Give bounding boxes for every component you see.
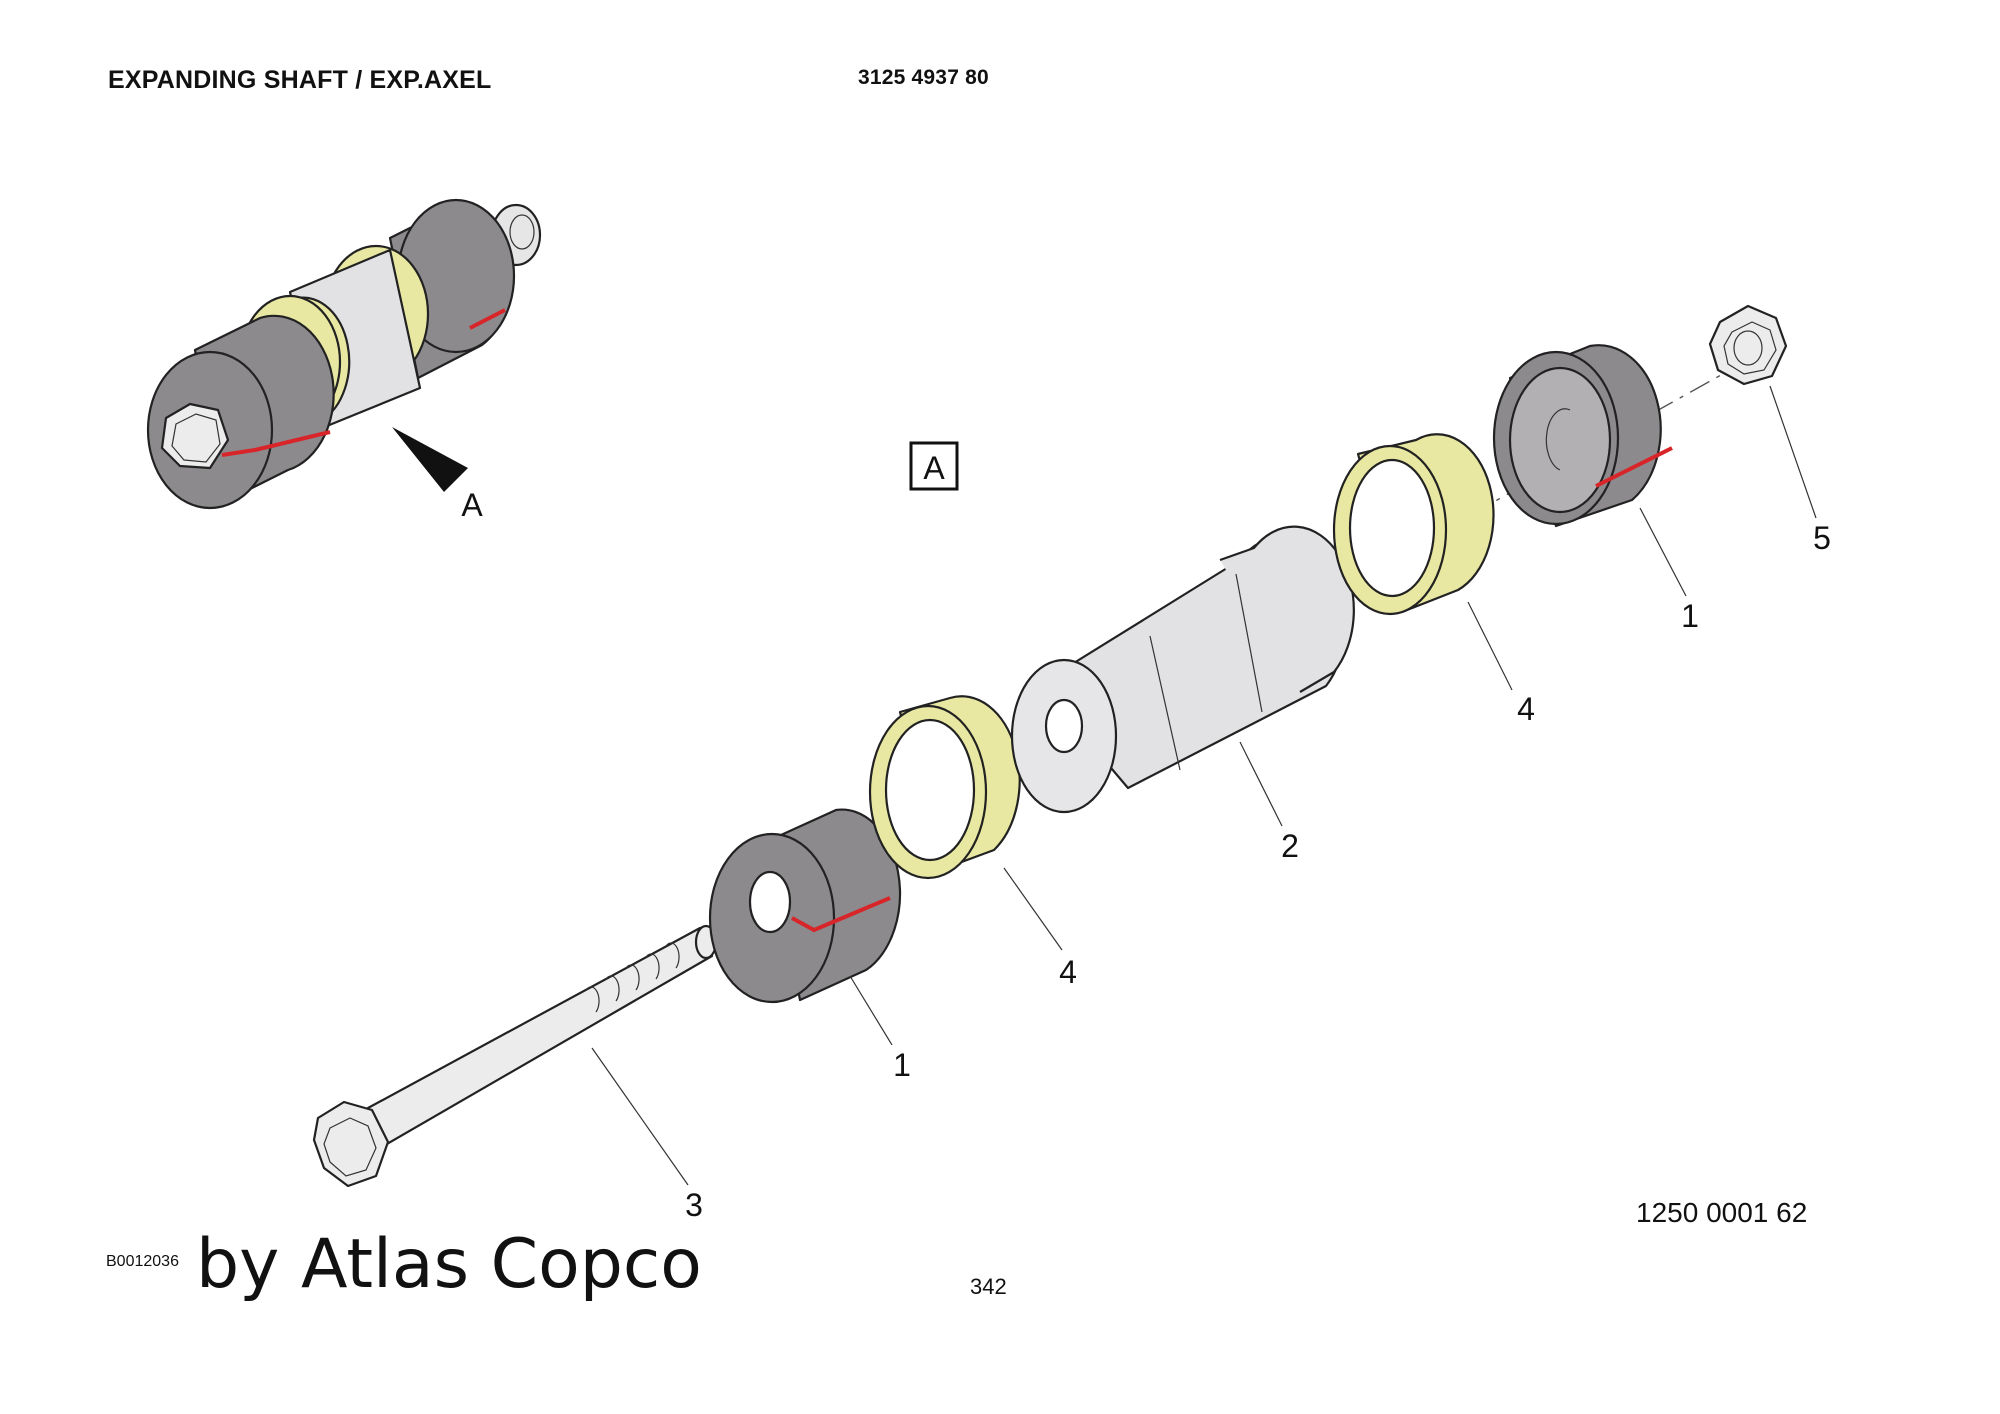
view-label-box: A (909, 441, 959, 491)
leader-lines (591, 385, 1817, 1186)
assembled-bolt-head (160, 402, 230, 470)
callout-4-near: 4 (1059, 954, 1077, 990)
callout-1-near: 1 (893, 1047, 911, 1083)
drawing-id: B0012036 (106, 1253, 179, 1270)
view-arrow-icon (392, 427, 468, 492)
view-label-text: A (923, 450, 945, 486)
part-4-far-ring (1332, 433, 1495, 616)
callout-5: 5 (1813, 520, 1831, 556)
figure-number: 1250 0001 62 (1636, 1197, 1808, 1228)
part-1-near-sleeve (708, 808, 902, 1004)
part-3-bolt (312, 924, 718, 1188)
view-arrow-label: A (461, 487, 483, 523)
page-number: 342 (970, 1274, 1007, 1299)
callout-1-far: 1 (1681, 598, 1699, 634)
part-2-center-sleeve (1010, 525, 1355, 814)
part-number: 3125 4937 80 (858, 66, 989, 89)
callout-4-far: 4 (1517, 691, 1535, 727)
part-5-nut (1708, 304, 1788, 386)
page-title: EXPANDING SHAFT / EXP.AXEL (108, 66, 492, 94)
byline: by Atlas Copco (196, 1225, 702, 1304)
part-1-far-sleeve (1492, 344, 1673, 528)
assembled-shaft: A (146, 198, 542, 523)
callout-2: 2 (1281, 828, 1299, 864)
part-4-near-ring (868, 695, 1021, 880)
callout-3: 3 (685, 1187, 703, 1223)
